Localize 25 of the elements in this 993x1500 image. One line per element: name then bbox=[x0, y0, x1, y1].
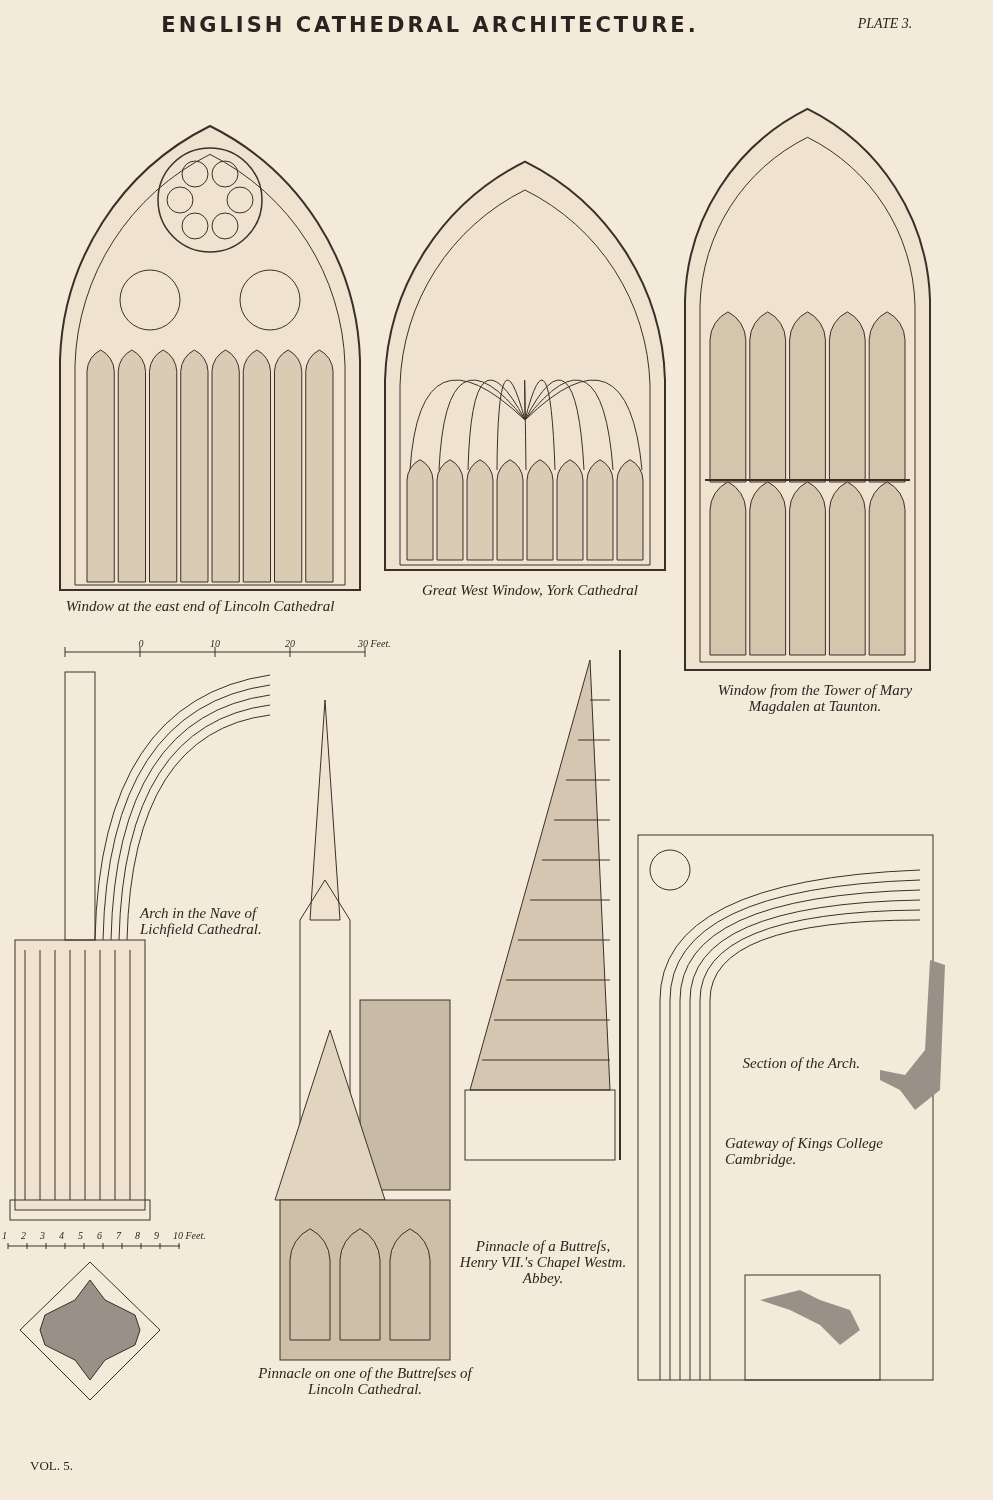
scale-number: 5 bbox=[78, 1229, 84, 1243]
scale-number: 6 bbox=[97, 1229, 103, 1243]
volume-number: VOL. 5. bbox=[30, 1458, 74, 1474]
scale-number: 2 bbox=[21, 1229, 27, 1243]
caption: Window from the Tower of Mary Magdalen at Taunton. bbox=[716, 682, 914, 714]
caption: Section of the Arch. bbox=[741, 1055, 860, 1071]
scale-number: 30 Feet. bbox=[358, 637, 392, 651]
scale-number: 8 bbox=[135, 1229, 141, 1243]
scale-number: 0 bbox=[137, 637, 145, 651]
scale-number: 7 bbox=[116, 1229, 123, 1243]
plate-number: PLATE 3. bbox=[856, 16, 914, 32]
caption: Great West Window, York Cathedral bbox=[421, 582, 639, 598]
scale-number: 9 bbox=[154, 1229, 160, 1243]
scale-number: 10 Feet. bbox=[173, 1229, 207, 1243]
caption: Pinnacle on one of the Buttreſses of Lincoln Cathedral. bbox=[257, 1365, 475, 1397]
caption: Pinnacle of a Buttreſs, Henry VII.'s Chapel Westm. Abbey. bbox=[458, 1238, 628, 1286]
scale-number: 3 bbox=[40, 1229, 46, 1243]
scale-number: 20 bbox=[284, 637, 296, 651]
scale-number: 10 bbox=[209, 637, 221, 651]
plate-title: ENGLISH CATHEDRAL ARCHITECTURE. bbox=[160, 12, 700, 38]
caption: Arch in the Nave of Lichfield Cathedral. bbox=[140, 905, 263, 937]
scale-number: 1 bbox=[2, 1229, 8, 1243]
caption: Gateway of Kings College Cambridge. bbox=[725, 1135, 884, 1167]
scale-number: 4 bbox=[59, 1229, 65, 1243]
caption: Window at the east end of Lincoln Cathedral bbox=[64, 598, 336, 614]
